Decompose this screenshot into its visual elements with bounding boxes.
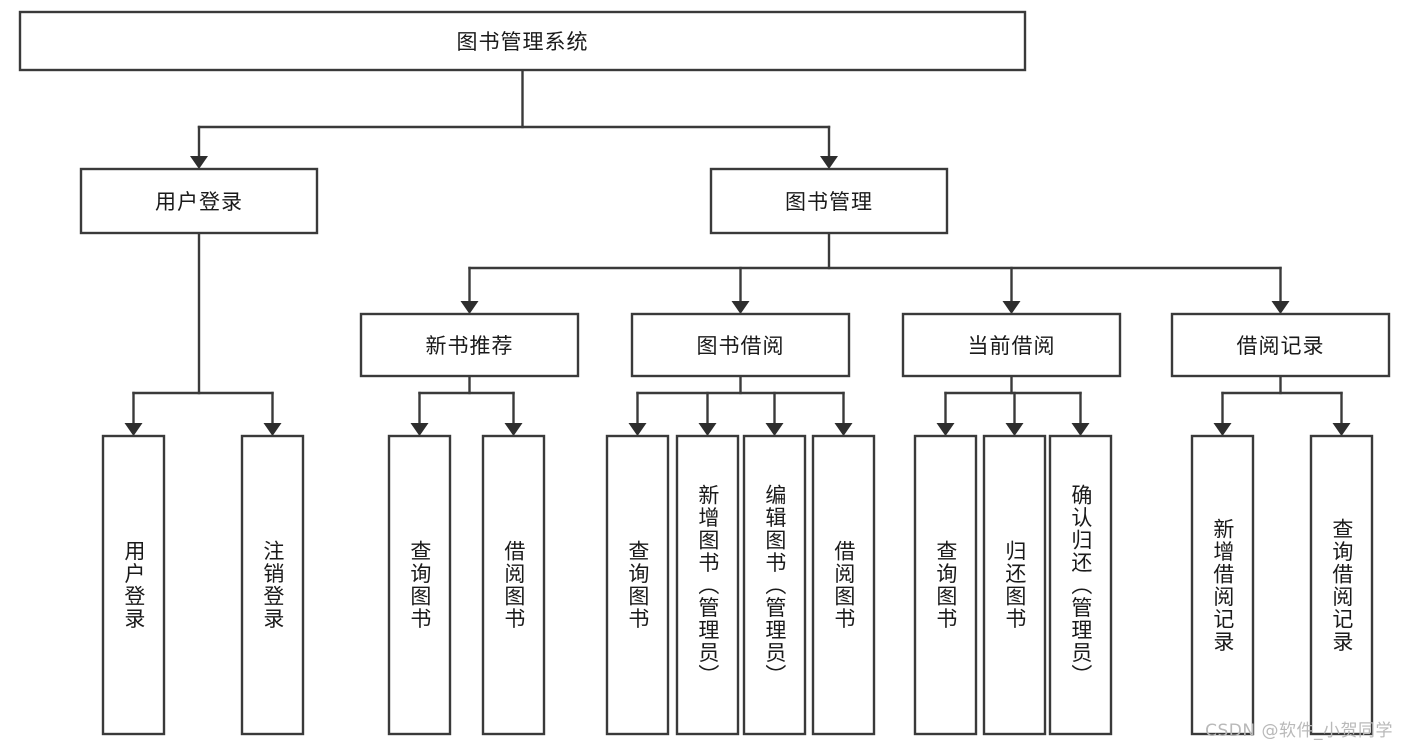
- edge-arrow-icon: [1071, 423, 1090, 436]
- node-leaf[interactable]: [605, 434, 670, 736]
- edge-arrow-icon: [124, 423, 143, 436]
- edge-arrow-icon: [698, 423, 717, 436]
- edge-arrow-icon: [765, 423, 784, 436]
- node-layer: [18, 10, 1391, 736]
- edge-arrow-icon: [820, 156, 838, 169]
- edge-layer: [124, 68, 1351, 436]
- node-leaf[interactable]: [1048, 434, 1113, 736]
- node-leaf[interactable]: [387, 434, 452, 736]
- node-level3[interactable]: [630, 312, 851, 378]
- node-leaf[interactable]: [675, 434, 740, 736]
- node-level3[interactable]: [901, 312, 1122, 378]
- edge-arrow-icon: [504, 423, 523, 436]
- edge-arrow-icon: [1005, 423, 1024, 436]
- edge-arrow-icon: [460, 301, 479, 314]
- node-leaf[interactable]: [982, 434, 1047, 736]
- edge-arrow-icon: [1213, 423, 1232, 436]
- node-level2[interactable]: [709, 167, 949, 235]
- node-level3[interactable]: [359, 312, 580, 378]
- node-leaf[interactable]: [811, 434, 876, 736]
- node-level2[interactable]: [79, 167, 319, 235]
- node-leaf[interactable]: [913, 434, 978, 736]
- node-leaf[interactable]: [1309, 434, 1374, 736]
- node-leaf[interactable]: [481, 434, 546, 736]
- node-level3[interactable]: [1170, 312, 1391, 378]
- edge-arrow-icon: [731, 301, 750, 314]
- node-leaf[interactable]: [1190, 434, 1255, 736]
- edge-arrow-icon: [834, 423, 853, 436]
- node-root[interactable]: [18, 10, 1027, 72]
- edge-arrow-icon: [410, 423, 429, 436]
- edge-arrow-icon: [1002, 301, 1021, 314]
- edge-arrow-icon: [263, 423, 282, 436]
- edge-arrow-icon: [628, 423, 647, 436]
- node-leaf[interactable]: [240, 434, 305, 736]
- node-leaf[interactable]: [101, 434, 166, 736]
- node-leaf[interactable]: [742, 434, 807, 736]
- edge-arrow-icon: [936, 423, 955, 436]
- edge-arrow-icon: [1271, 301, 1290, 314]
- edge-arrow-icon: [190, 156, 208, 169]
- edge-arrow-icon: [1332, 423, 1351, 436]
